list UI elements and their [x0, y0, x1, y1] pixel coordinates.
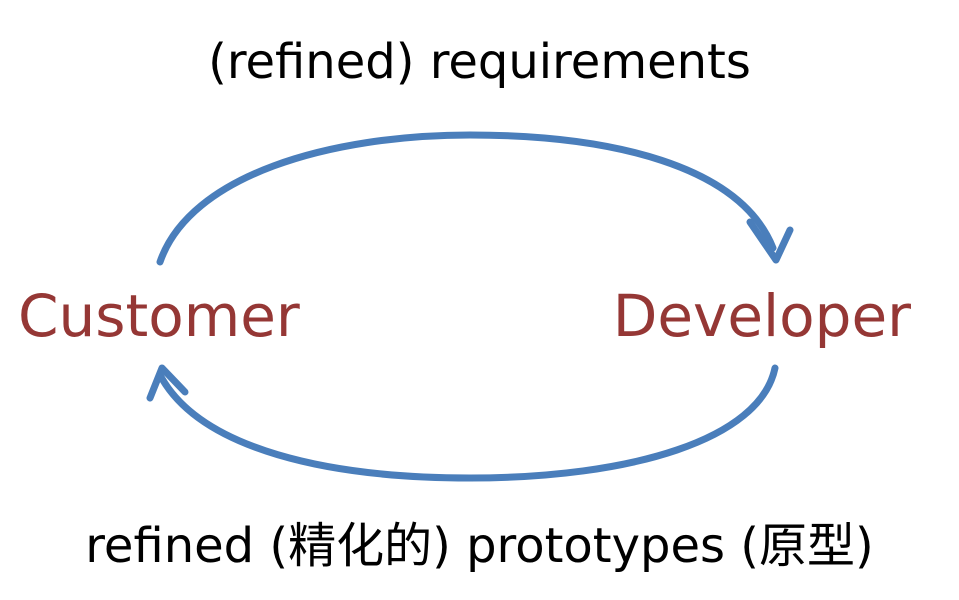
- forward-edge-label: (refined) requirements: [208, 34, 751, 90]
- customer-node: Customer: [18, 282, 300, 350]
- arrowhead-customer: [146, 364, 189, 402]
- backward-edge-label: refined (精化的) prototypes (原型): [85, 518, 874, 574]
- developer-node: Developer: [612, 282, 911, 350]
- arrowhead-developer: [746, 218, 794, 264]
- arrow-customer-to-developer: [156, 131, 777, 266]
- arrow-developer-to-customer: [156, 364, 779, 482]
